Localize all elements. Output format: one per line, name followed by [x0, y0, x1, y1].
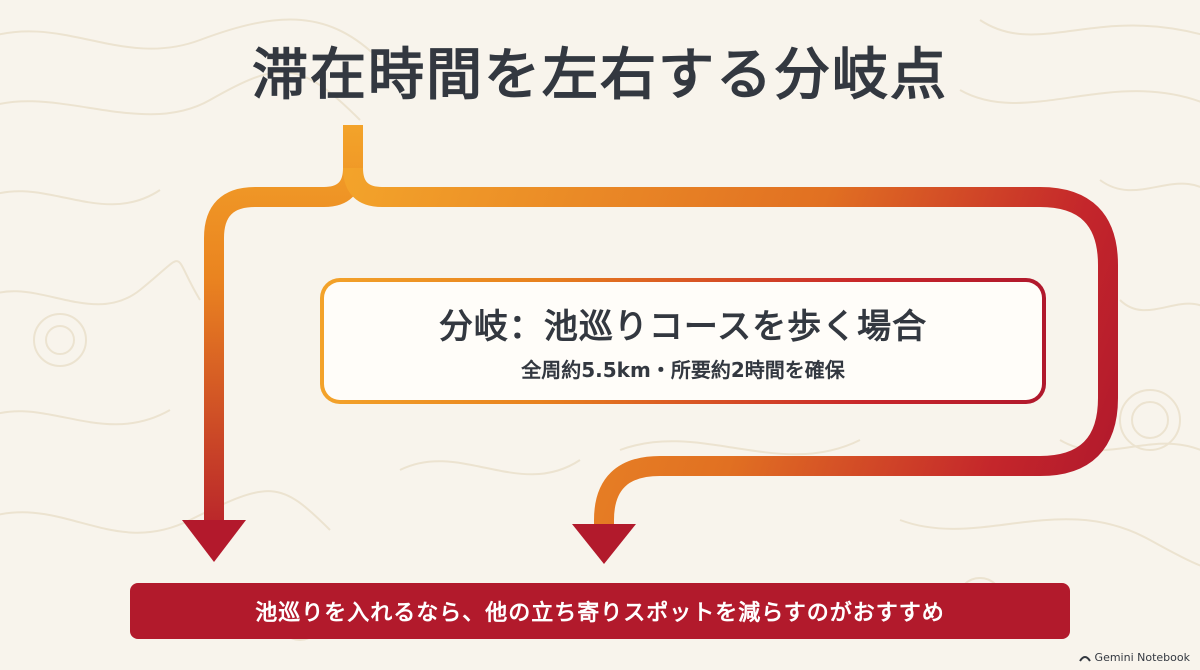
right-branch-path — [343, 167, 1118, 528]
brand-mark: Gemini Notebook — [1078, 651, 1190, 664]
branch-callout: 分岐：池巡りコースを歩く場合 全周約5.5km・所要約2時間を確保 — [320, 278, 1046, 404]
branch-subtitle: 全周約5.5km・所要約2時間を確保 — [521, 358, 845, 382]
branch-title: 分岐：池巡りコースを歩く場合 — [438, 307, 928, 347]
gemini-logo-icon — [1078, 656, 1091, 662]
left-arrowhead — [182, 520, 246, 562]
recommendation-bar: 池巡りを入れるなら、他の立ち寄りスポットを減らすのがおすすめ — [130, 583, 1070, 639]
right-arrowhead — [572, 524, 636, 564]
brand-label: Gemini Notebook — [1094, 651, 1190, 664]
page-title: 滞在時間を左右する分岐点 — [252, 43, 948, 108]
branch-callout-body: 分岐：池巡りコースを歩く場合 全周約5.5km・所要約2時間を確保 — [324, 282, 1042, 400]
